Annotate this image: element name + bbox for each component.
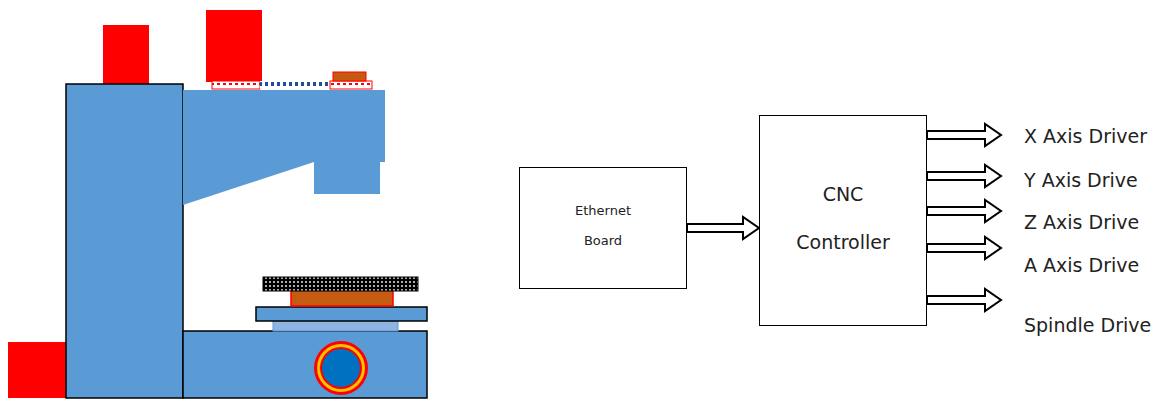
drive-label: A Axis Drive (1024, 254, 1139, 276)
box-label: Ethernet Board (568, 196, 638, 256)
drive-label: Spindle Drive (1024, 314, 1151, 336)
process-box: Ethernet Board (519, 167, 687, 289)
process-box: CNC Controller (759, 115, 927, 326)
hollow-arrow (687, 217, 759, 239)
drive-label: X Axis Driver (1024, 125, 1147, 147)
drive-label: Z Axis Drive (1024, 211, 1139, 233)
drive-label: Y Axis Drive (1024, 169, 1138, 191)
output-arrow (927, 237, 1001, 259)
output-arrow (927, 124, 1001, 146)
box-label: CNC Controller (788, 170, 898, 266)
output-arrow (927, 200, 1001, 222)
output-arrow (927, 165, 1001, 187)
output-arrow (927, 289, 1001, 311)
